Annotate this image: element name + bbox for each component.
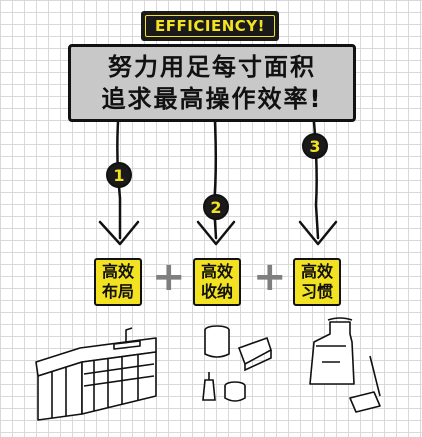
- efficiency-banner: EFFICIENCY!: [141, 11, 279, 41]
- step-number-3: 3: [302, 133, 328, 159]
- storage-containers-icon: [202, 325, 272, 402]
- step-number-2: 2: [203, 194, 229, 220]
- step-label-3-line-1: 高效: [300, 262, 333, 281]
- banner-text: EFFICIENCY!: [145, 15, 275, 37]
- step-label-layout: 高效 布局: [94, 258, 142, 306]
- headline-box: 努力用足每寸面积 追求最高操作效率!: [68, 44, 356, 122]
- step-label-1-line-1: 高效: [101, 262, 134, 281]
- step-label-3-line-2: 习惯: [300, 282, 333, 301]
- apron-broom-dustpan-icon: [309, 317, 381, 413]
- connector-2: [212, 120, 218, 240]
- step-label-2-line-1: 高效: [200, 262, 233, 281]
- step-label-1-line-2: 布局: [101, 282, 134, 301]
- headline-line-2: 追求最高操作效率!: [101, 85, 323, 113]
- step-number-1: 1: [106, 162, 132, 188]
- plus-sign-2: +: [253, 254, 287, 300]
- step-label-habits: 高效 习惯: [293, 258, 341, 306]
- arrow-2: [196, 220, 236, 246]
- arrow-3: [298, 220, 338, 246]
- step-label-2-line-2: 收纳: [200, 282, 233, 301]
- kitchen-counter-icon: [35, 327, 157, 421]
- plus-sign-1: +: [152, 254, 186, 300]
- headline-line-1: 努力用足每寸面积: [108, 53, 316, 81]
- step-label-storage: 高效 收纳: [193, 258, 241, 306]
- arrow-1: [98, 220, 140, 246]
